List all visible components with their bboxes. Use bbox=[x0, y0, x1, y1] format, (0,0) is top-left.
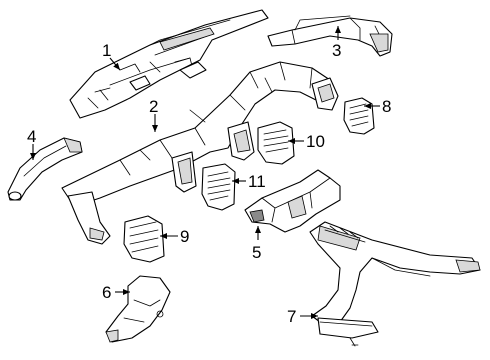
callout-7: 7 bbox=[287, 307, 296, 326]
callout-10: 10 bbox=[306, 132, 325, 151]
part-10-vent bbox=[257, 121, 295, 165]
part-2-main-duct bbox=[61, 61, 339, 245]
callout-1: 1 bbox=[102, 41, 111, 60]
callout-leaders bbox=[30, 26, 380, 319]
leader-1 bbox=[109, 57, 121, 71]
callout-6: 6 bbox=[102, 283, 111, 302]
part-1-defroster-duct bbox=[69, 9, 269, 119]
part-6-lower-duct bbox=[105, 275, 171, 343]
part-3-duct bbox=[267, 15, 393, 57]
callout-8: 8 bbox=[382, 97, 391, 116]
callout-3: 3 bbox=[332, 41, 341, 60]
part-4-side-duct bbox=[7, 137, 83, 201]
part-11-vent bbox=[201, 163, 236, 211]
callout-labels: 1 2 3 4 5 6 7 8 9 10 11 bbox=[27, 41, 391, 326]
callout-11: 11 bbox=[248, 172, 266, 191]
part-5-console-duct bbox=[244, 169, 341, 233]
callout-2: 2 bbox=[149, 97, 158, 116]
callout-4: 4 bbox=[27, 127, 36, 146]
callout-9: 9 bbox=[180, 227, 189, 246]
callout-5: 5 bbox=[252, 243, 261, 262]
part-9-vent bbox=[123, 215, 165, 263]
part-7-floor-duct bbox=[309, 221, 481, 347]
part-8-vent bbox=[343, 97, 375, 135]
